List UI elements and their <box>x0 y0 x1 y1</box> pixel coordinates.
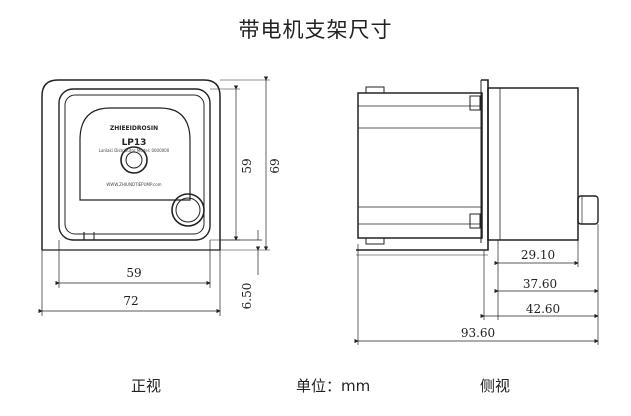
dim-inner-width-label: 59 <box>126 266 141 280</box>
dim-inner-height-label: 59 <box>240 158 254 173</box>
side-knob <box>577 195 599 225</box>
pump-head-side <box>487 87 579 241</box>
dim-side-42 <box>480 250 599 320</box>
caption-unit: 单位：mm <box>296 377 371 395</box>
pump-head-panel <box>64 94 205 235</box>
rotor-knob <box>120 146 148 174</box>
bracket-plate <box>356 79 489 251</box>
dim-side-37-label: 37.60 <box>523 277 557 291</box>
caption-front-view: 正视 <box>131 377 162 395</box>
screw-top <box>469 95 481 111</box>
spec-line: Lanlaki Distributor Model: 0000000 <box>99 148 170 153</box>
pump-cover <box>79 107 191 201</box>
url-line: WWW.ZHIUNDTIEPUMP.com <box>106 182 161 187</box>
dim-side-total <box>354 244 599 345</box>
dim-bottom-offset-label: 6.50 <box>240 283 254 310</box>
front-view <box>41 79 270 251</box>
dim-side-29-label: 29.10 <box>521 248 555 262</box>
dim-outer-width <box>38 250 221 316</box>
dim-side-29 <box>494 240 579 320</box>
dim-side-total-label: 93.60 <box>461 326 495 340</box>
dim-bottom-offset <box>220 230 262 275</box>
dim-inner-width <box>55 240 211 288</box>
dim-outer-width-label: 72 <box>123 294 138 308</box>
model-label: LP13 <box>122 138 147 148</box>
motor-body <box>357 92 483 239</box>
dim-side-37 <box>494 224 599 345</box>
screw-bottom <box>469 213 481 229</box>
brand-line: ZHIEEIDROSIN <box>110 125 158 132</box>
dim-outer-height-label: 69 <box>268 158 282 173</box>
diagram-title: 带电机支架尺寸 <box>238 18 393 42</box>
side-view <box>356 79 599 256</box>
caption-side-view: 侧视 <box>480 377 511 395</box>
dim-side-42-label: 42.60 <box>526 302 560 316</box>
adjust-knob <box>171 193 205 227</box>
bracket-outline <box>41 79 221 250</box>
pump-head-body <box>58 88 211 241</box>
